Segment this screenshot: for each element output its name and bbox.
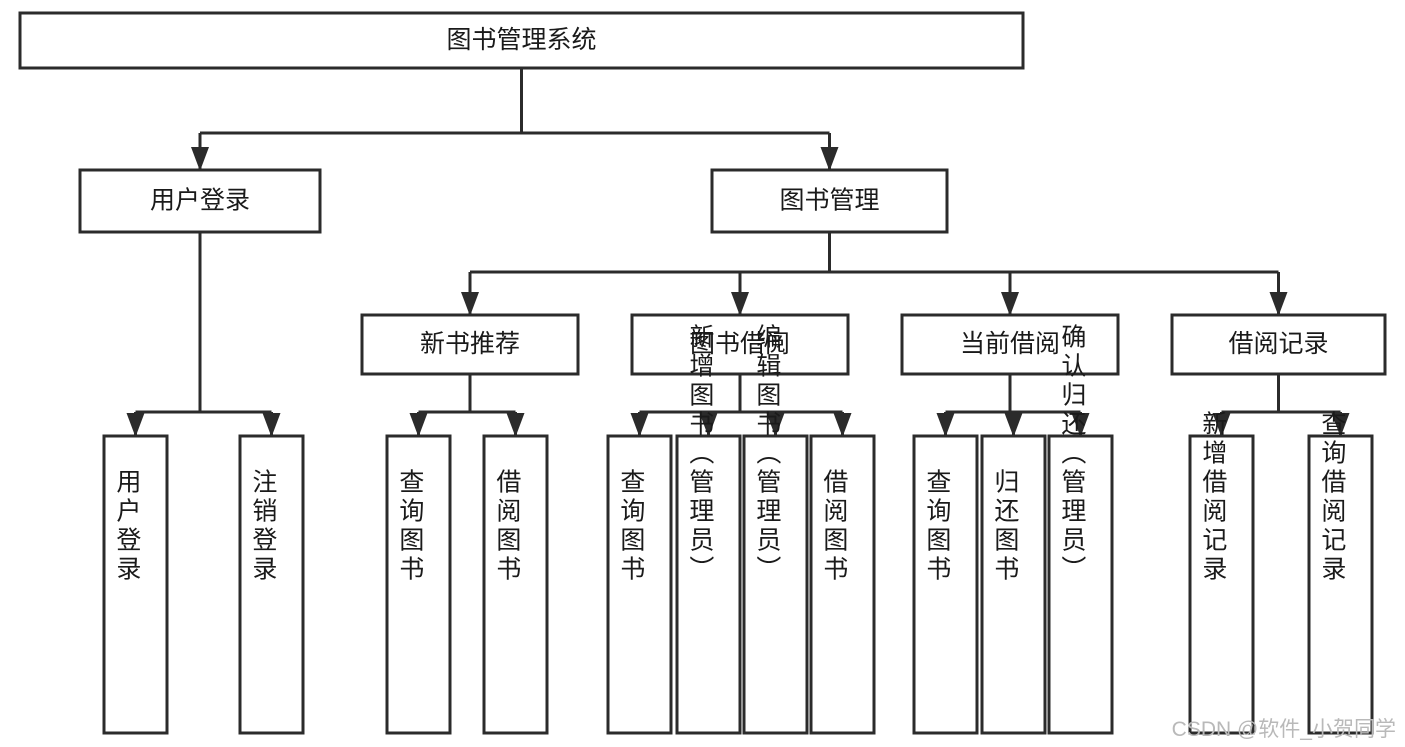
node-box-leaf-logout[interactable] xyxy=(238,434,305,735)
node-leaf-borrow-book-1[interactable]: 借阅图书 xyxy=(482,434,549,735)
node-box-leaf-confirm-return[interactable] xyxy=(1047,434,1114,735)
node-box-book-manage[interactable] xyxy=(710,168,949,234)
node-label-new-book-rec: 新书推荐 xyxy=(420,330,520,358)
node-label-leaf-borrow-book-1: 借阅图书 xyxy=(493,469,522,585)
node-label-leaf-return-book: 归还图书 xyxy=(991,469,1020,585)
node-leaf-borrow-book-2[interactable]: 借阅图书 xyxy=(809,434,876,735)
node-leaf-query-book-3[interactable]: 查询图书 xyxy=(912,434,979,735)
node-label-leaf-query-book-2: 查询图书 xyxy=(617,469,646,585)
node-book-manage[interactable]: 图书管理 xyxy=(710,168,949,234)
node-box-new-book-rec[interactable] xyxy=(360,313,580,376)
nodes-layer: 图书管理系统用户登录图书管理新书推荐图书借阅当前借阅借阅记录用户登录注销登录查询… xyxy=(18,11,1387,735)
node-label-leaf-query-book-1: 查询图书 xyxy=(396,469,425,585)
node-label-leaf-query-record: 查询借阅记录 xyxy=(1318,411,1347,585)
node-box-leaf-query-record[interactable] xyxy=(1307,434,1374,735)
watermark-label: CSDN @软件_小贺同学 xyxy=(1172,718,1396,741)
node-label-leaf-confirm-return: 确认归还（管理员） xyxy=(1058,324,1087,585)
node-book-borrow[interactable]: 图书借阅 xyxy=(630,313,850,376)
node-label-leaf-borrow-book-2: 借阅图书 xyxy=(820,469,849,585)
node-box-leaf-query-book-2[interactable] xyxy=(606,434,673,735)
node-label-borrow-record: 借阅记录 xyxy=(1228,330,1328,358)
node-leaf-query-book-1[interactable]: 查询图书 xyxy=(385,434,452,735)
node-label-user-login: 用户登录 xyxy=(150,187,250,215)
node-box-current-borrow[interactable] xyxy=(900,313,1120,376)
node-label-leaf-logout: 注销登录 xyxy=(249,469,278,585)
node-borrow-record[interactable]: 借阅记录 xyxy=(1170,313,1387,376)
node-leaf-query-book-2[interactable]: 查询图书 xyxy=(606,434,673,735)
node-label-leaf-add-book: 新增图书（管理员） xyxy=(686,324,715,585)
node-label-leaf-query-book-3: 查询图书 xyxy=(923,469,952,585)
node-box-leaf-borrow-book-1[interactable] xyxy=(482,434,549,735)
node-new-book-rec[interactable]: 新书推荐 xyxy=(360,313,580,376)
node-box-leaf-user-login[interactable] xyxy=(102,434,169,735)
node-box-leaf-borrow-book-2[interactable] xyxy=(809,434,876,735)
node-leaf-user-login[interactable]: 用户登录 xyxy=(102,434,169,735)
node-user-login[interactable]: 用户登录 xyxy=(78,168,322,234)
node-leaf-edit-book[interactable]: 编辑图书（管理员） xyxy=(742,324,809,735)
node-box-user-login[interactable] xyxy=(78,168,322,234)
node-box-leaf-add-book[interactable] xyxy=(675,434,742,735)
node-label-book-borrow: 图书借阅 xyxy=(690,330,790,358)
node-box-borrow-record[interactable] xyxy=(1170,313,1387,376)
node-current-borrow[interactable]: 当前借阅 xyxy=(900,313,1120,376)
node-label-leaf-add-record: 新增借阅记录 xyxy=(1199,411,1228,585)
node-label-leaf-edit-book: 编辑图书（管理员） xyxy=(753,324,782,585)
node-leaf-add-book[interactable]: 新增图书（管理员） xyxy=(675,324,742,735)
node-leaf-logout[interactable]: 注销登录 xyxy=(238,434,305,735)
node-box-book-borrow[interactable] xyxy=(630,313,850,376)
node-box-leaf-add-record[interactable] xyxy=(1188,434,1255,735)
node-box-leaf-return-book[interactable] xyxy=(980,434,1047,735)
node-box-leaf-query-book-3[interactable] xyxy=(912,434,979,735)
node-box-root[interactable] xyxy=(18,11,1025,70)
node-leaf-query-record[interactable]: 查询借阅记录 xyxy=(1307,411,1374,735)
node-label-book-manage: 图书管理 xyxy=(779,187,879,215)
node-box-leaf-query-book-1[interactable] xyxy=(385,434,452,735)
node-leaf-add-record[interactable]: 新增借阅记录 xyxy=(1188,411,1255,735)
node-leaf-return-book[interactable]: 归还图书 xyxy=(980,434,1047,735)
node-label-leaf-user-login: 用户登录 xyxy=(113,469,142,585)
node-leaf-confirm-return[interactable]: 确认归还（管理员） xyxy=(1047,324,1114,735)
node-box-leaf-edit-book[interactable] xyxy=(742,434,809,735)
node-label-root: 图书管理系统 xyxy=(446,26,596,54)
connectors-layer xyxy=(126,68,1350,437)
node-root[interactable]: 图书管理系统 xyxy=(18,11,1025,70)
node-label-current-borrow: 当前借阅 xyxy=(960,330,1060,358)
